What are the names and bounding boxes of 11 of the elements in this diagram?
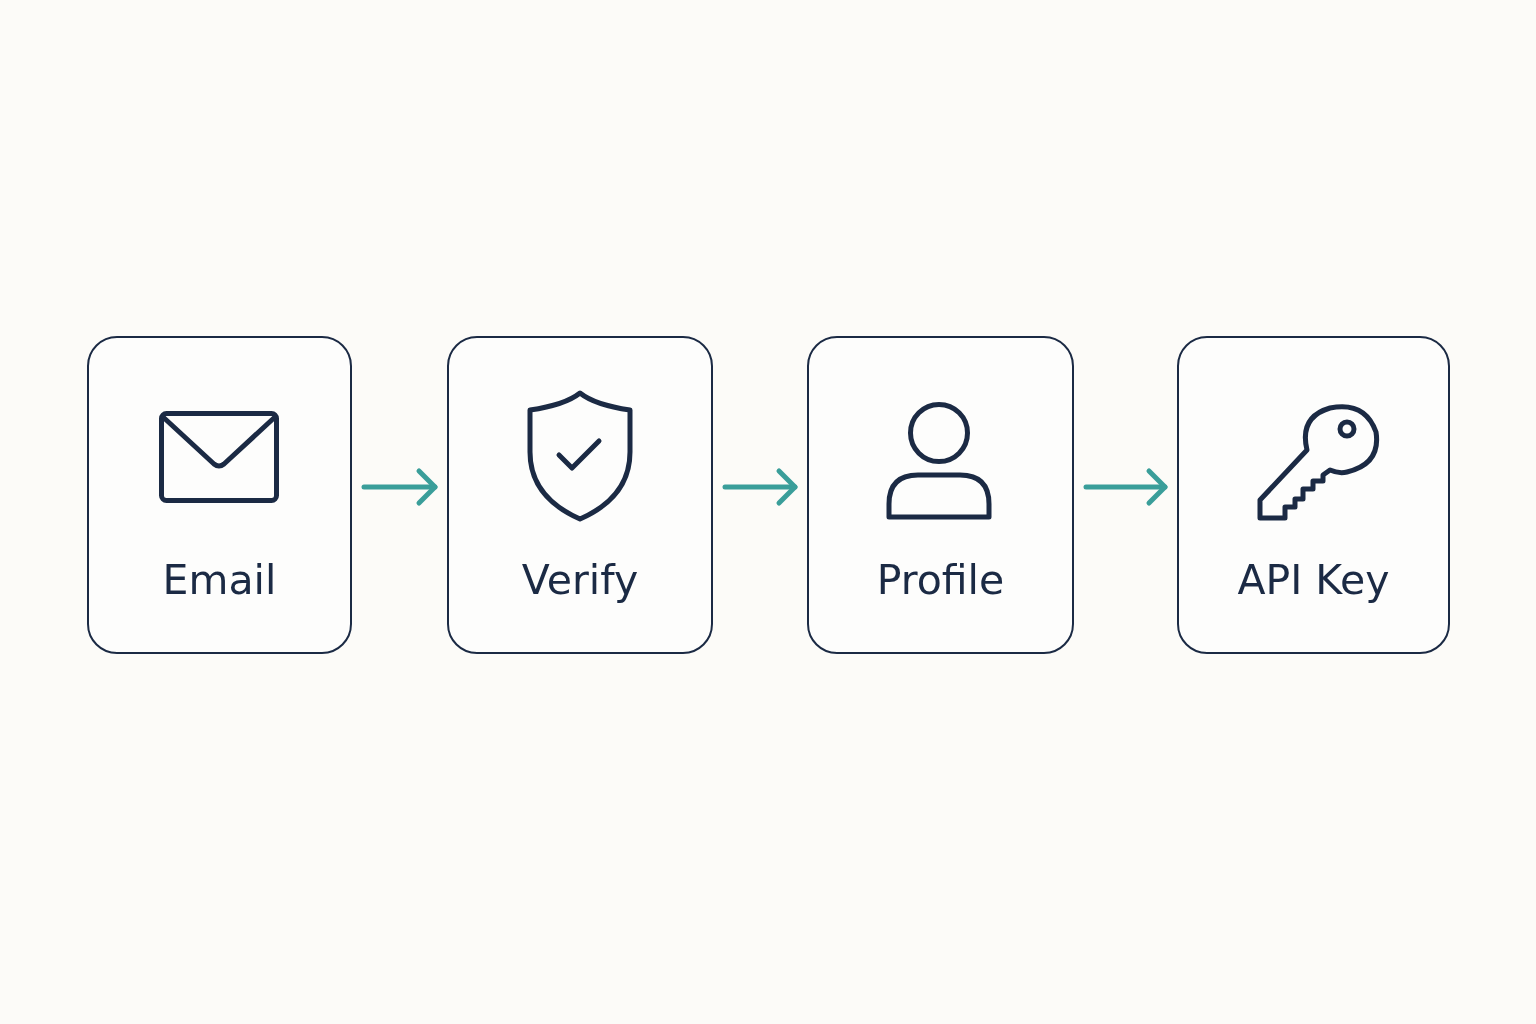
step-box xyxy=(447,336,713,654)
step-box xyxy=(87,336,352,654)
step-label: Verify xyxy=(521,556,639,604)
arrow xyxy=(722,468,798,506)
step-box xyxy=(1177,336,1450,654)
step-label: API Key xyxy=(1237,556,1390,604)
arrow xyxy=(1083,468,1168,506)
step-label: Email xyxy=(162,556,277,604)
step-label: Profile xyxy=(876,556,1005,604)
arrow xyxy=(361,468,438,506)
step-box xyxy=(807,336,1074,654)
